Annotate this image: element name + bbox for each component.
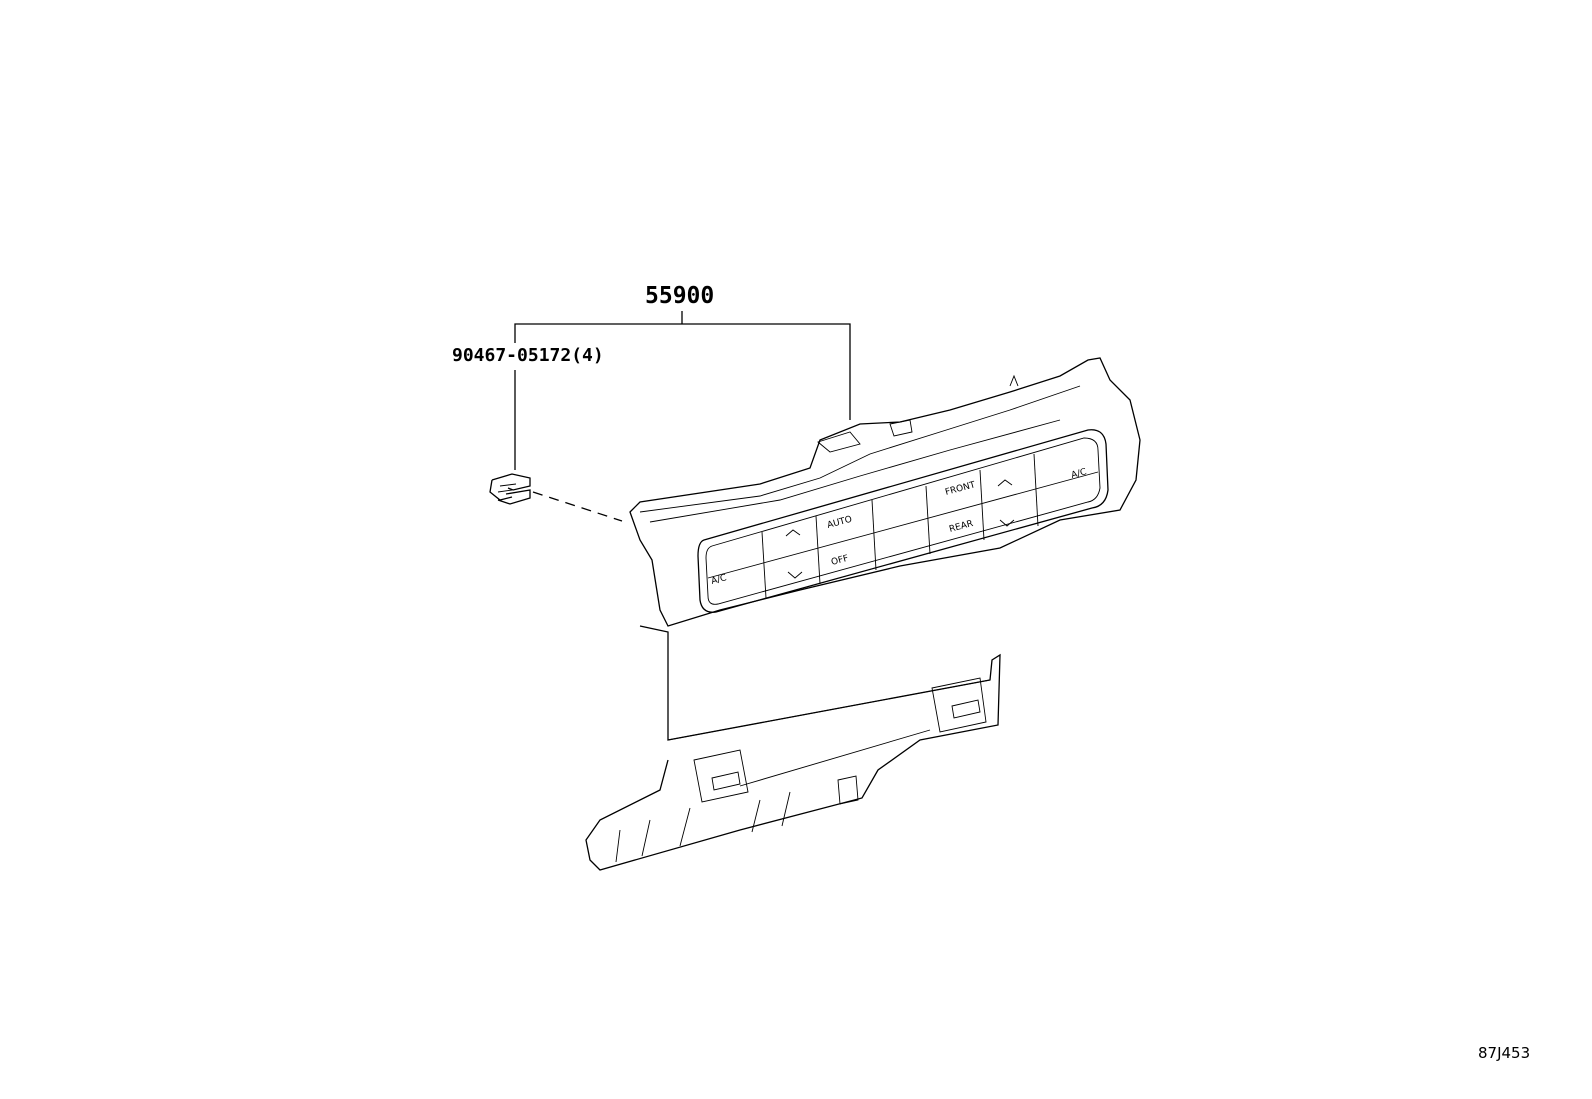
part-number-screw[interactable]: 90467-05172(4) (452, 345, 604, 366)
svg-text:REAR: REAR (948, 519, 974, 535)
control-button-bezel: AUTO OFF FRONT REAR A/C A/C (697, 429, 1109, 613)
leader-lines (514, 311, 851, 522)
svg-text:A/C: A/C (710, 573, 728, 587)
panel-housing (629, 357, 1141, 627)
svg-text:OFF: OFF (830, 554, 849, 568)
clip-icon (489, 473, 531, 505)
lower-bracket (585, 625, 1001, 871)
svg-text:FRONT: FRONT (944, 480, 977, 498)
svg-text:A/C: A/C (1070, 467, 1088, 481)
illustration-id: 87J453 (1478, 1044, 1531, 1062)
svg-text:AUTO: AUTO (826, 515, 853, 531)
part-number-55900[interactable]: 55900 (645, 283, 715, 309)
